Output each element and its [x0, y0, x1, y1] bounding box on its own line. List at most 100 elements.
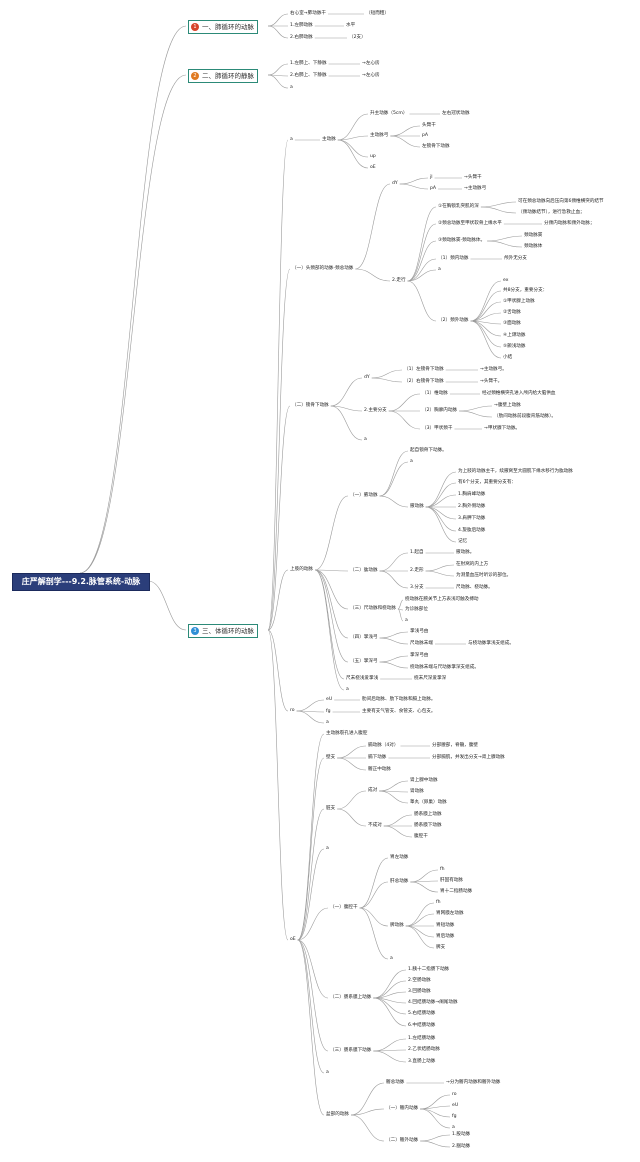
mindmap-node[interactable]: jl — [430, 175, 433, 180]
mindmap-node[interactable]: （二）髂外动脉 — [386, 1138, 419, 1143]
mindmap-node[interactable]: 2.腘动脉 — [452, 1144, 471, 1149]
mindmap-node[interactable]: 主动脉裂孔进入腹腔 — [326, 731, 368, 736]
mindmap-node[interactable]: 肝总动脉 — [390, 879, 409, 884]
mindmap-node[interactable]: 尺动脉末端 — [410, 641, 433, 646]
mindmap-node[interactable]: 脏支 — [326, 806, 336, 811]
mindmap-node[interactable]: 不成对 — [368, 823, 382, 828]
mindmap-node[interactable]: 颈动脉体 — [524, 244, 543, 249]
mindmap-node[interactable]: 肾上腺中动脉 — [410, 778, 438, 783]
mindmap-node[interactable]: a — [390, 956, 393, 961]
mindmap-node[interactable]: ①甲状腺上动脉 — [503, 299, 535, 304]
mindmap-node[interactable]: 胃后动脉 — [436, 934, 455, 939]
mindmap-node[interactable]: ③颈动脉窦-颈动脉体。 — [438, 238, 486, 243]
mindmap-node[interactable]: ①在胸锁乳突肌的深 — [438, 204, 479, 209]
mindmap-node[interactable]: 主动脉 — [322, 137, 336, 142]
mindmap-node[interactable]: 颈动脉窦 — [524, 233, 543, 238]
mindmap-node[interactable]: a — [290, 85, 293, 90]
mindmap-node[interactable]: dY — [392, 181, 398, 186]
mindmap-node[interactable]: a — [326, 846, 329, 851]
mindmap-node[interactable]: 共8分支，重要分支： — [503, 288, 548, 293]
mindmap-node[interactable]: 1.起自 — [410, 550, 424, 555]
mindmap-node[interactable]: 记忆 — [458, 539, 468, 544]
mindmap-node[interactable]: 3.肩胛下动脉 — [458, 516, 486, 521]
mindmap-node[interactable]: 髂正中动脉 — [368, 767, 391, 772]
mindmap-node[interactable]: a — [326, 1070, 329, 1075]
mindmap-node[interactable]: 经过颈椎横突孔进入颅内给大脑供血 — [482, 391, 556, 396]
mindmap-node[interactable]: 小结 — [503, 355, 513, 360]
mindmap-node[interactable]: （一）腋动脉 — [350, 493, 378, 498]
mindmap-node[interactable]: →头臂干 — [464, 175, 482, 180]
mindmap-node[interactable]: 与桡动脉掌浅支组成。 — [468, 641, 514, 646]
mindmap-node[interactable]: 颅外无分支 — [504, 256, 527, 261]
mindmap-node[interactable]: 2.乙状结肠动脉 — [408, 1047, 440, 1052]
mindmap-node[interactable]: 在肘窝的内上方 — [456, 562, 489, 567]
mindmap-node[interactable]: （3）甲状颈干 — [422, 426, 453, 431]
mindmap-node[interactable]: a — [364, 437, 367, 442]
mindmap-node[interactable]: 掌深弓由 — [410, 653, 429, 658]
mindmap-node[interactable]: oE — [370, 165, 376, 170]
mindmap-node[interactable]: eU — [452, 1103, 459, 1108]
mindmap-node[interactable]: 左锁骨下动脉 — [422, 144, 450, 149]
mindmap-node[interactable]: 肋间后动脉、肋下动脉和膈上动脉。 — [362, 697, 436, 702]
mindmap-node[interactable]: →分为髂内动脉和髂外动脉 — [446, 1080, 501, 1085]
mindmap-node[interactable]: 髂总动脉 — [386, 1080, 405, 1085]
mindmap-node[interactable]: 盆部的动脉 — [326, 1112, 349, 1117]
mindmap-node[interactable]: ②舌动脉 — [503, 310, 521, 315]
mindmap-node[interactable]: 右心室→肺动脉干 — [290, 11, 327, 16]
mindmap-node[interactable]: （一）髂内动脉 — [386, 1106, 419, 1111]
mindmap-node[interactable]: eU — [326, 697, 333, 702]
mindmap-node[interactable]: （颈动脉结节），进行急救止血； — [518, 210, 585, 215]
mindmap-node[interactable]: ex — [503, 278, 509, 283]
mindmap-node[interactable]: 壁支 — [326, 755, 336, 760]
mindmap-node[interactable]: 胃十二指肠动脉 — [440, 889, 473, 894]
mindmap-node[interactable]: 腋动脉。 — [456, 550, 475, 555]
mindmap-node[interactable]: →主动脉弓。 — [480, 367, 507, 372]
mindmap-node[interactable]: ③面动脉 — [503, 321, 521, 326]
root-topic[interactable]: 庄严解剖学---9.2.脉管系统-动脉 — [12, 573, 150, 591]
mindmap-node[interactable]: 2.走行 — [392, 278, 406, 283]
mindmap-node[interactable]: 1.股动脉 — [452, 1132, 471, 1137]
mindmap-node[interactable]: （2）胸廓内动脉 — [422, 408, 458, 413]
mindmap-node[interactable]: （二）锁骨下动脉 — [292, 403, 329, 408]
mindmap-node[interactable]: （2）右锁骨下动脉 — [404, 379, 444, 384]
mindmap-node[interactable]: a — [326, 720, 329, 725]
mindmap-node[interactable]: 头臂干 — [422, 123, 436, 128]
mindmap-node[interactable]: 3.回肠动脉 — [408, 989, 431, 994]
mindmap-node[interactable]: →左心房 — [362, 61, 380, 66]
mindmap-node[interactable]: （1）颈内动脉 — [438, 256, 469, 261]
mindmap-node[interactable]: （一）腹腔干 — [330, 905, 358, 910]
mindmap-node[interactable]: pA — [422, 133, 429, 138]
mindmap-node[interactable]: 1.左结肠动脉 — [408, 1036, 436, 1041]
mindmap-node[interactable]: 1.左肺动脉 — [290, 23, 313, 28]
mindmap-node[interactable]: 脾动脉 — [390, 923, 404, 928]
mindmap-node[interactable]: 5.右结肠动脉 — [408, 1011, 436, 1016]
mindmap-node[interactable]: dY — [364, 375, 370, 380]
mindmap-node[interactable]: 升主动脉（5cm） — [370, 111, 408, 116]
mindmap-node[interactable]: fh — [440, 867, 445, 872]
mindmap-node[interactable]: 桡动脉末端与尺动脉掌深支组成。 — [410, 665, 479, 670]
mindmap-node[interactable]: →左心房 — [362, 73, 380, 78]
mindmap-node[interactable]: a — [290, 137, 293, 142]
mindmap-node[interactable]: 可在颈总动脉向后压向第6颈椎横突的结节 — [518, 199, 604, 204]
mindmap-node[interactable]: fh — [436, 900, 441, 905]
mindmap-node[interactable]: （一）头颈部的动脉-颈总动脉 — [292, 266, 354, 271]
mindmap-node[interactable]: ②颈总动脉至甲状软骨上缘水平 — [438, 221, 502, 226]
mindmap-node[interactable]: 桡动脉在腕关节上方表浅可触及搏动 — [405, 597, 479, 602]
mindmap-node[interactable]: 主动脉弓 — [370, 133, 389, 138]
mindmap-node[interactable]: 腋动脉 — [410, 504, 424, 509]
mindmap-node[interactable]: （2）颈外动脉 — [438, 318, 469, 323]
mindmap-node[interactable]: a — [346, 687, 349, 692]
mindmap-node[interactable]: 桡末尺深爱掌深 — [414, 676, 447, 681]
mindmap-node[interactable]: 为测量血压时听诊的部位。 — [456, 573, 512, 578]
mindmap-node[interactable]: 膈下动脉 — [368, 755, 387, 760]
mindmap-node[interactable]: →甲状腺下动脉。 — [484, 426, 521, 431]
mindmap-node[interactable]: a — [410, 459, 413, 464]
mindmap-node[interactable]: 水平 — [346, 23, 356, 28]
mindmap-node[interactable]: （四）掌浅弓 — [350, 635, 378, 640]
mindmap-node[interactable]: （五）掌深弓 — [350, 659, 378, 664]
mindmap-node[interactable]: （2支） — [349, 35, 366, 40]
mindmap-node[interactable]: ro — [290, 708, 295, 713]
mindmap-node[interactable]: 肝固有动脉 — [440, 878, 463, 883]
